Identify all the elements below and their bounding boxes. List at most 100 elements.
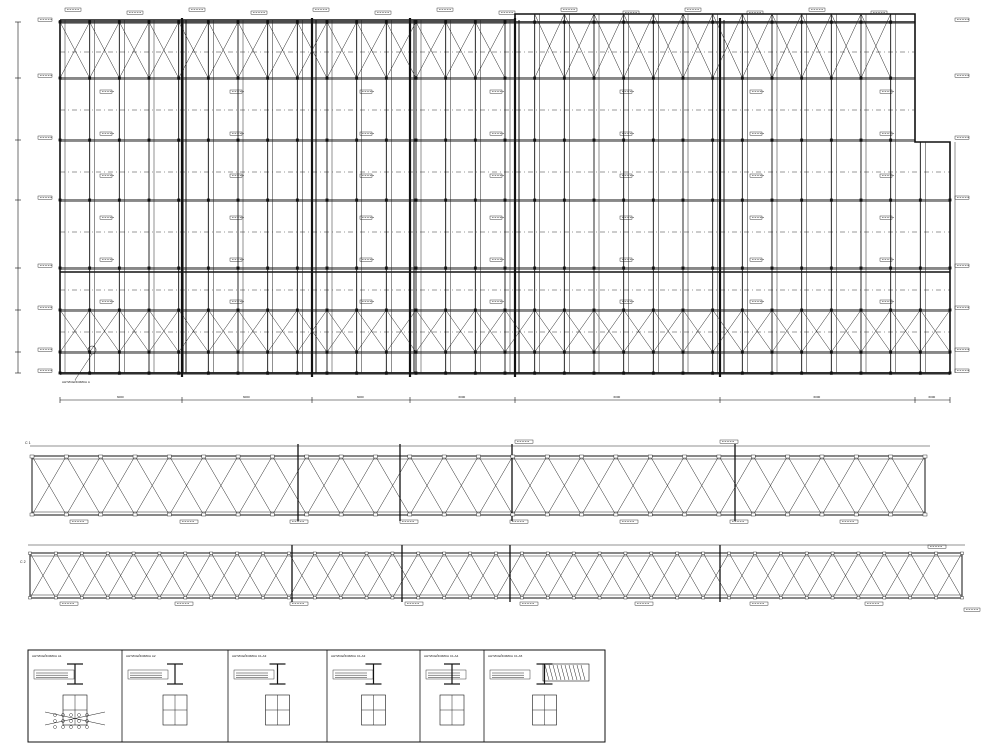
plan-node <box>711 266 715 270</box>
plan-node <box>740 198 744 202</box>
x-brace <box>801 13 832 79</box>
plan-node <box>503 20 507 24</box>
plan-node <box>592 308 596 312</box>
elev-1-tag <box>839 519 859 524</box>
plan-node <box>117 350 121 354</box>
plan-node <box>800 350 804 354</box>
plan-node <box>859 198 863 202</box>
elev-node <box>960 551 964 555</box>
plan-node <box>355 76 359 80</box>
bolt <box>61 725 65 729</box>
elev-1-tag <box>514 439 534 444</box>
elev-node <box>494 596 498 600</box>
elev-node <box>856 551 861 555</box>
plan-node <box>236 20 240 24</box>
x-brace <box>386 309 417 353</box>
elev-brace <box>203 455 239 516</box>
plan-node <box>562 76 566 80</box>
x-brace <box>712 13 743 79</box>
x-brace <box>653 13 684 79</box>
x-brace <box>534 13 565 79</box>
plan-inner-tag <box>619 215 633 220</box>
elev-node <box>183 551 188 555</box>
plan-node <box>770 76 774 80</box>
plan-node <box>533 198 537 202</box>
plan-node <box>592 198 596 202</box>
elev-brace <box>684 455 720 516</box>
elev-brace <box>650 455 685 516</box>
elev-node <box>579 454 584 459</box>
x-brace <box>297 21 328 79</box>
x-brace <box>771 13 802 79</box>
bolt <box>61 713 65 717</box>
elev-node <box>854 454 859 459</box>
x-brace <box>267 309 298 353</box>
plan-node <box>444 266 448 270</box>
plan-node <box>58 371 62 375</box>
plan-node <box>503 138 507 142</box>
plan-node <box>948 198 952 202</box>
plan-node <box>58 350 62 354</box>
plan-node <box>948 350 952 354</box>
elev-node <box>546 551 550 555</box>
elev-node <box>338 454 344 459</box>
plan-node <box>592 20 596 24</box>
elev-brace <box>375 455 411 516</box>
elev-node <box>105 596 110 600</box>
plan-inner-tag <box>489 89 503 94</box>
plan-node <box>236 308 240 312</box>
elev-node <box>675 596 679 600</box>
plan-inner-tag <box>749 257 763 262</box>
plan-inner-tag <box>99 89 113 94</box>
plan-node <box>859 76 863 80</box>
elev-node <box>701 596 705 600</box>
plan-node <box>503 350 507 354</box>
elev-node <box>407 454 413 459</box>
elev-brace <box>858 552 885 599</box>
x-brace <box>801 309 832 353</box>
elev-2-tag <box>864 601 884 606</box>
plan-node <box>236 76 240 80</box>
plan-node <box>622 350 626 354</box>
elev-node <box>105 551 110 555</box>
plan-node <box>384 266 388 270</box>
elev-2-tag <box>289 601 309 606</box>
plan-inner-tag <box>359 257 373 262</box>
plan-node <box>829 266 833 270</box>
elev-brace <box>780 552 807 599</box>
bolt <box>77 713 81 717</box>
plan-node <box>355 198 359 202</box>
elev-node <box>908 596 912 600</box>
elev-node <box>649 551 654 555</box>
plan-node <box>859 371 863 375</box>
x-brace <box>564 13 595 79</box>
plan-node <box>325 350 329 354</box>
plan-node <box>770 20 774 24</box>
x-brace <box>623 13 654 79</box>
dim-value: 6000 <box>814 395 821 399</box>
plan-inner-tag <box>99 257 113 262</box>
plan-node <box>414 138 418 142</box>
x-brace <box>326 21 357 79</box>
plan-node <box>711 138 715 142</box>
plan-node <box>414 371 418 375</box>
plan-node <box>592 138 596 142</box>
x-brace <box>237 21 268 79</box>
elev-brace <box>169 455 204 516</box>
plan-node <box>325 198 329 202</box>
elev-node <box>934 596 938 600</box>
elev-node <box>270 454 275 459</box>
plan-inner-tag <box>619 131 633 136</box>
x-brace <box>682 309 713 353</box>
elev-node <box>648 454 653 459</box>
hatch <box>552 664 558 681</box>
x-brace <box>831 309 862 353</box>
plan-node <box>651 350 655 354</box>
plan-node <box>147 138 151 142</box>
plan-node <box>147 308 151 312</box>
elev-brace <box>107 552 134 599</box>
elev-node <box>520 596 524 600</box>
x-brace <box>178 309 209 353</box>
elev-node <box>98 512 103 517</box>
elev-node <box>416 551 421 555</box>
